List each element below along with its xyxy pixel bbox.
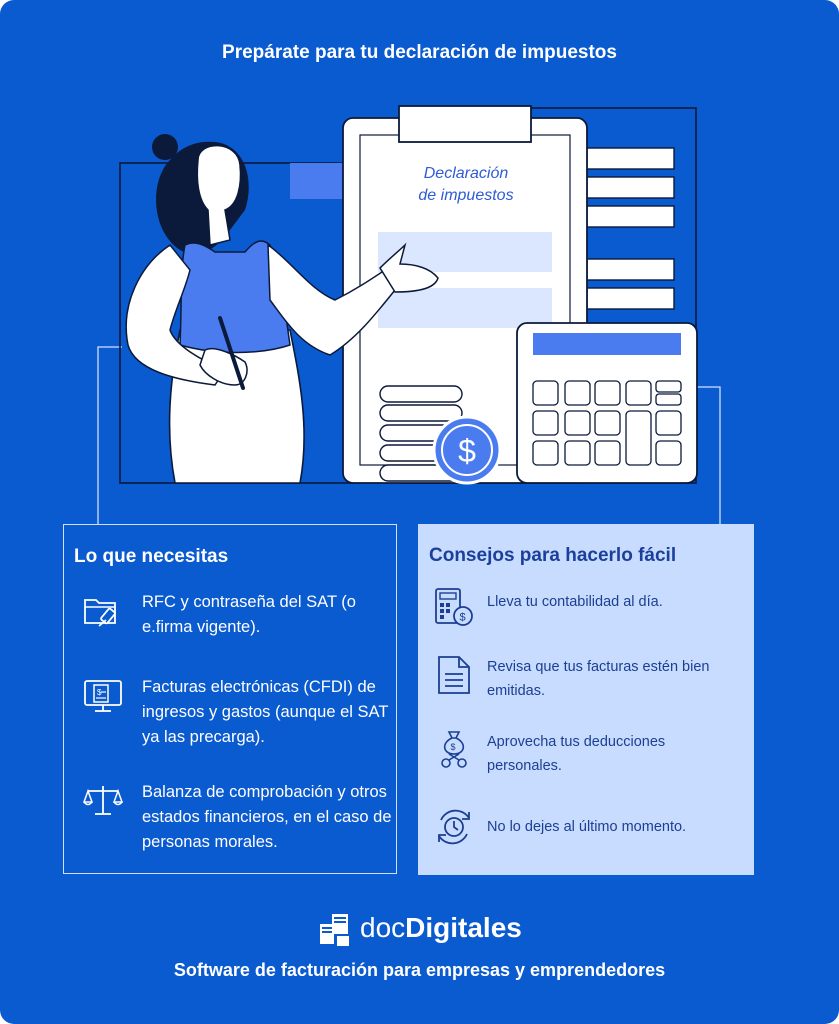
requirement-text: Facturas electrónicas (CFDI) de ingresos…: [142, 678, 389, 746]
monitor-invoice-icon: $: [84, 680, 122, 712]
tips-panel: Consejos para hacerlo fácil $ Lleva tu c…: [418, 524, 754, 875]
svg-text:$: $: [451, 742, 456, 752]
tip-item: No lo dejes al último momento.: [433, 806, 748, 848]
pen: [218, 316, 245, 390]
requirements-panel: Lo que necesitas RFC y contraseña del SA…: [63, 524, 397, 874]
tip-text: Revisa que tus facturas estén bien emiti…: [487, 659, 710, 699]
calculator-coin-icon: $: [435, 588, 473, 626]
brand-name: docDigitales: [360, 912, 522, 943]
svg-text:$: $: [460, 612, 466, 624]
tip-item: $ Aprovecha tus deducciones personales.: [433, 729, 748, 779]
requirement-item: RFC y contraseña del SAT (o e.firma vige…: [82, 590, 392, 645]
document-title-line1: Declaración: [424, 165, 509, 182]
tip-text: Aprovecha tus deducciones personales.: [487, 734, 666, 774]
document-icon: [438, 656, 470, 694]
tip-item: $ Lleva tu contabilidad al día.: [433, 586, 748, 628]
tip-text: No lo dejes al último momento.: [487, 819, 687, 835]
svg-text:$: $: [458, 433, 476, 469]
folder-usb-icon: [84, 599, 116, 627]
calculator: [516, 322, 698, 484]
brand-logo: docDigitales: [320, 910, 550, 950]
requirement-item: Balanza de comprobación y otros estados …: [82, 780, 392, 860]
balance-scale-icon: [82, 786, 124, 815]
tip-text: Lleva tu contabilidad al día.: [487, 594, 663, 610]
woman-figure: [125, 134, 439, 484]
tips-title: Consejos para hacerlo fácil: [429, 545, 677, 566]
clipboard-clip: [398, 105, 532, 143]
tax-declaration-illustration: Declaración de impuestos $: [97, 105, 721, 524]
requirement-item: $ Facturas electrónicas (CFDI) de ingres…: [82, 675, 392, 755]
page-title: Prepárate para tu declaración de impuest…: [222, 42, 617, 63]
requirement-text: Balanza de comprobación y otros estados …: [142, 783, 392, 851]
svg-text:$: $: [97, 688, 102, 697]
requirements-title: Lo que necesitas: [74, 546, 229, 567]
tip-item: Revisa que tus facturas estén bien emiti…: [433, 654, 748, 704]
requirement-text: RFC y contraseña del SAT (o e.firma vige…: [142, 593, 356, 636]
money-bag-cut-icon: $: [441, 731, 467, 768]
docdigitales-logo-icon: [320, 914, 349, 946]
tagline: Software de facturación para empresas y …: [173, 960, 666, 980]
dollar-coin-icon: [432, 415, 502, 485]
document-title-line2: de impuestos: [418, 187, 513, 204]
clock-refresh-icon: [438, 809, 470, 845]
form-fields: [586, 147, 675, 310]
